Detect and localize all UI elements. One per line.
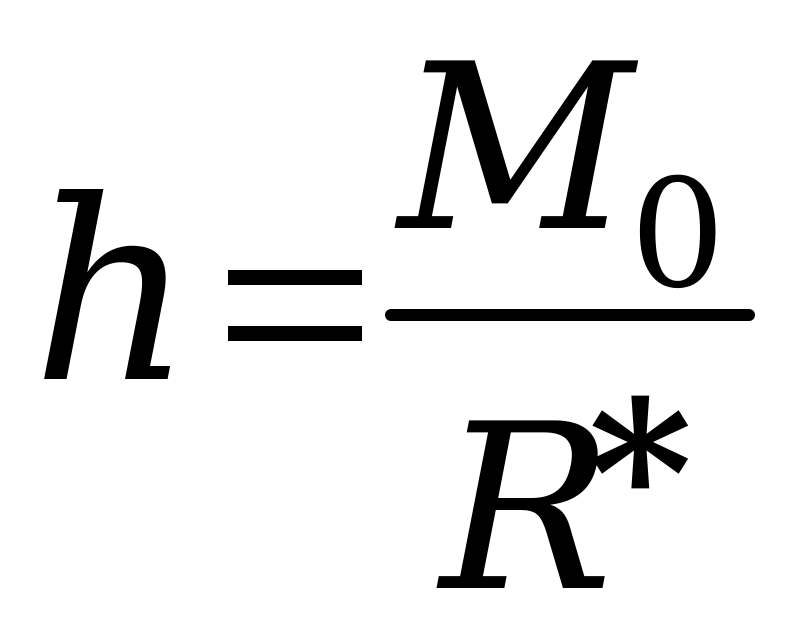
equals-sign-bottom-bar [228,326,362,341]
equals-sign-top-bar [228,270,362,285]
numerator-subscript: 0 [630,148,726,322]
denominator-variable: R [440,376,614,643]
lhs-variable: h [32,147,194,438]
fraction-bar [385,309,755,321]
numerator-variable: M [398,16,634,283]
denominator-superscript: * [588,357,693,592]
formula: h M 0 R * [32,16,755,643]
